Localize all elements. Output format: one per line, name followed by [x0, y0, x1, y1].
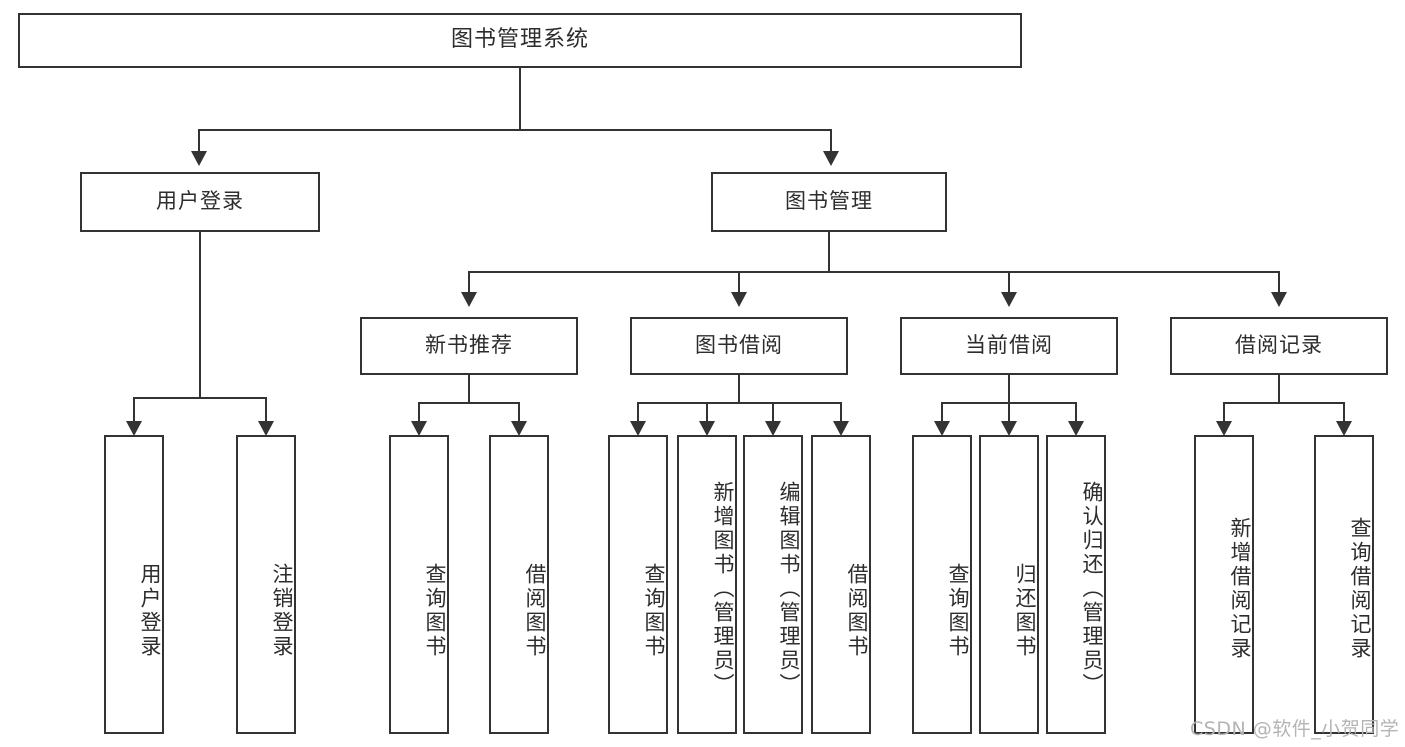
connector-nbr-drop-2 [518, 402, 520, 423]
connector-level1-drop-left [198, 129, 200, 151]
connector-user-login-drop-2 [265, 397, 267, 423]
node-label: 注销登录 [270, 562, 294, 659]
leaf-edit-book-admin[interactable]: 编辑图书（管理员） [743, 435, 803, 734]
arrow-to-br-leaf-1 [1216, 421, 1232, 436]
node-label: 图书管理 [785, 189, 873, 214]
connector-bb-drop-2 [706, 402, 708, 423]
connector-br-drop-2 [1343, 402, 1345, 423]
node-label: 查询图书 [642, 562, 666, 659]
arrow-to-cb-leaf-3 [1068, 421, 1084, 436]
node-label: 新增图书（管理员） [711, 480, 735, 697]
connector-nbr-bus [418, 402, 520, 404]
node-label: 图书管理系统 [450, 27, 589, 53]
arrow-to-nbr-leaf-1 [411, 421, 427, 436]
connector-cb-drop-3 [1075, 402, 1077, 423]
node-label: 查询图书 [423, 562, 447, 659]
leaf-borrow-book-bb[interactable]: 借阅图书 [811, 435, 871, 734]
arrow-to-book-management [823, 151, 839, 166]
node-label: 新书推荐 [425, 333, 513, 358]
connector-cb-stem [1008, 375, 1010, 403]
node-book-management[interactable]: 图书管理 [711, 172, 947, 232]
arrow-to-cb-leaf-2 [1001, 421, 1017, 436]
node-label: 新增借阅记录 [1228, 516, 1252, 661]
node-label: 查询借阅记录 [1348, 516, 1372, 661]
arrow-to-user-login [191, 151, 207, 166]
leaf-borrow-book-nbr[interactable]: 借阅图书 [489, 435, 549, 734]
connector-level1-bus [198, 129, 832, 131]
arrow-to-book-borrow [731, 292, 747, 307]
node-label: 归还图书 [1013, 562, 1037, 659]
leaf-query-book-cb[interactable]: 查询图书 [912, 435, 972, 734]
connector-user-login-stem [199, 232, 201, 398]
leaf-add-borrow-record[interactable]: 新增借阅记录 [1194, 435, 1254, 734]
connector-cb-drop-1 [941, 402, 943, 423]
connector-level2-drop-1 [468, 271, 470, 293]
connector-level2-drop-2 [738, 271, 740, 293]
arrow-to-bb-leaf-2 [699, 421, 715, 436]
node-new-book-recommend[interactable]: 新书推荐 [360, 317, 578, 375]
connector-br-stem [1278, 375, 1280, 403]
arrow-to-leaf-logout [258, 421, 274, 436]
node-label: 确认归还（管理员） [1080, 480, 1104, 697]
connector-bb-drop-3 [772, 402, 774, 423]
node-current-borrow[interactable]: 当前借阅 [900, 317, 1118, 375]
connector-nbr-stem [468, 375, 470, 403]
arrow-to-cb-leaf-1 [934, 421, 950, 436]
connector-bb-bus [637, 402, 842, 404]
node-label: 用户登录 [156, 189, 244, 214]
connector-nbr-drop-1 [418, 402, 420, 423]
connector-level2-drop-4 [1278, 271, 1280, 293]
leaf-confirm-return-admin[interactable]: 确认归还（管理员） [1046, 435, 1106, 734]
csdn-watermark: CSDN @软件_小贺同学 [1190, 718, 1400, 740]
connector-bb-drop-4 [840, 402, 842, 423]
connector-bb-drop-1 [637, 402, 639, 423]
node-label: 查询图书 [946, 562, 970, 659]
connector-root-stem [519, 68, 521, 130]
node-borrow-record[interactable]: 借阅记录 [1170, 317, 1388, 375]
node-label: 借阅记录 [1235, 333, 1323, 358]
connector-br-bus [1223, 402, 1345, 404]
connector-user-login-bus [133, 397, 267, 399]
leaf-query-book-bb[interactable]: 查询图书 [608, 435, 668, 734]
leaf-query-book-nbr[interactable]: 查询图书 [389, 435, 449, 734]
node-label: 借阅图书 [845, 562, 869, 659]
connector-user-login-drop-1 [133, 397, 135, 423]
arrow-to-leaf-user-login [126, 421, 142, 436]
connector-bb-stem [738, 375, 740, 403]
node-label: 图书借阅 [695, 333, 783, 358]
arrow-to-bb-leaf-3 [765, 421, 781, 436]
arrow-to-bb-leaf-1 [630, 421, 646, 436]
node-root-book-management-system[interactable]: 图书管理系统 [18, 13, 1022, 68]
node-label: 编辑图书（管理员） [777, 480, 801, 697]
arrow-to-nbr-leaf-2 [511, 421, 527, 436]
node-label: 当前借阅 [965, 333, 1053, 358]
connector-level1-drop-right [830, 129, 832, 151]
connector-book-management-stem [828, 232, 830, 272]
leaf-user-login[interactable]: 用户登录 [104, 435, 164, 734]
arrow-to-current-borrow [1001, 292, 1017, 307]
arrow-to-new-book-recommend [461, 292, 477, 307]
connector-br-drop-1 [1223, 402, 1225, 423]
arrow-to-borrow-record [1271, 292, 1287, 307]
node-label: 借阅图书 [523, 562, 547, 659]
node-book-borrow[interactable]: 图书借阅 [630, 317, 848, 375]
node-user-login[interactable]: 用户登录 [80, 172, 320, 232]
node-label: 用户登录 [138, 562, 162, 659]
leaf-add-book-admin[interactable]: 新增图书（管理员） [677, 435, 737, 734]
leaf-query-borrow-record[interactable]: 查询借阅记录 [1314, 435, 1374, 734]
leaf-logout[interactable]: 注销登录 [236, 435, 296, 734]
leaf-return-book[interactable]: 归还图书 [979, 435, 1039, 734]
connector-level2-bus [468, 271, 1280, 273]
arrow-to-bb-leaf-4 [833, 421, 849, 436]
arrow-to-br-leaf-2 [1336, 421, 1352, 436]
connector-cb-drop-2 [1008, 402, 1010, 423]
connector-level2-drop-3 [1008, 271, 1010, 293]
